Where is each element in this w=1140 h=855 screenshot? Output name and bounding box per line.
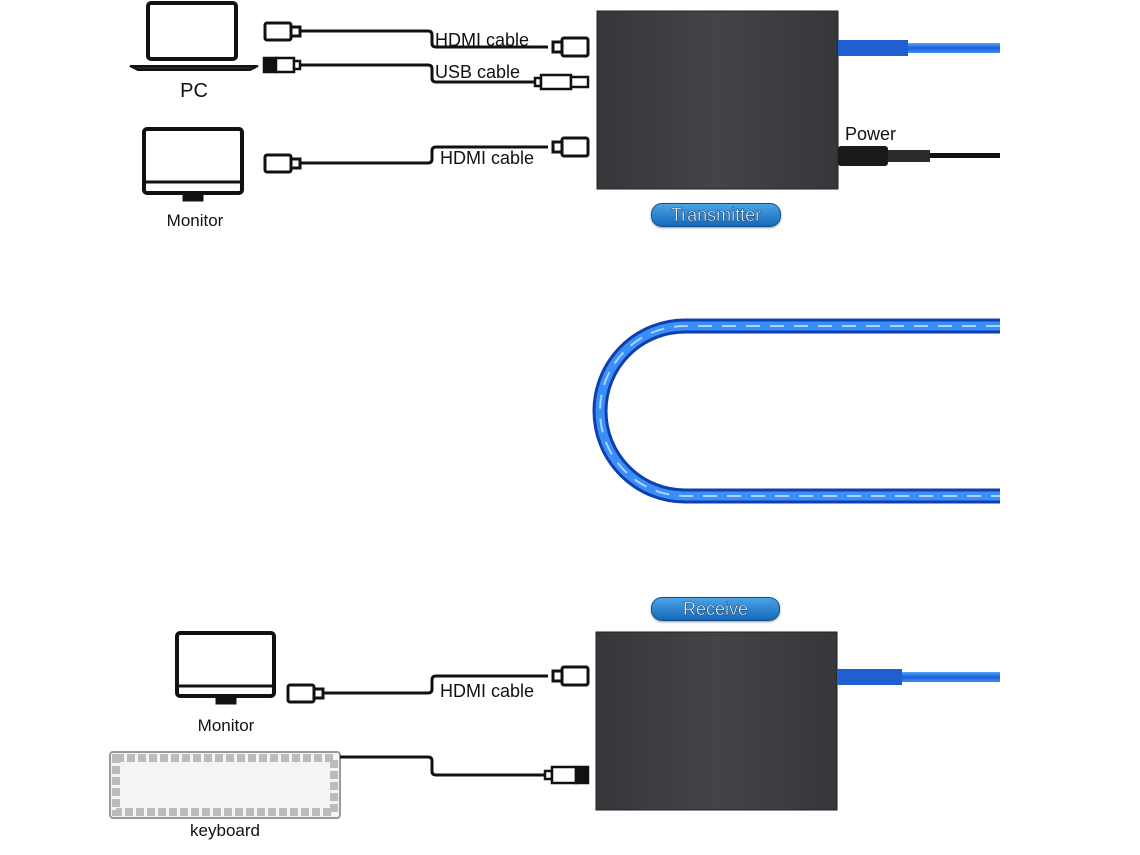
monitor-label: Monitor [197,716,255,735]
receiver-device [595,631,838,811]
hdmi-connector-icon [263,21,590,174]
pc-label: PC [180,80,208,102]
rj45-connector-icon [838,40,1000,56]
usb-connector-icon [543,765,590,785]
hdmi-cable-label: HDMI cable [440,681,535,701]
keyboard-icon [109,751,341,819]
usb-cable-label: USB cable [435,62,521,82]
receive-badge: Receive [651,597,780,621]
monitor-icon [142,127,244,202]
power-label: Power [845,124,897,144]
keyboard-label: keyboard [190,821,260,840]
rj45-connector-icon [837,669,1000,685]
transmitter-device [596,10,839,190]
monitor-label: Monitor [166,211,224,230]
network-cable [592,318,1000,504]
hdmi-connector-icon [286,665,590,704]
hdmi-cable-label: HDMI cable [440,148,535,168]
laptop-icon [129,1,259,71]
usb-connector-icon [262,56,590,91]
tx-cables [300,29,548,165]
monitor-icon [175,631,276,705]
transmitter-badge: Transmitter [651,203,781,227]
hdmi-cable-label: HDMI cable [435,30,530,50]
rx-cables [322,674,548,777]
power-plug-icon [838,146,1000,166]
